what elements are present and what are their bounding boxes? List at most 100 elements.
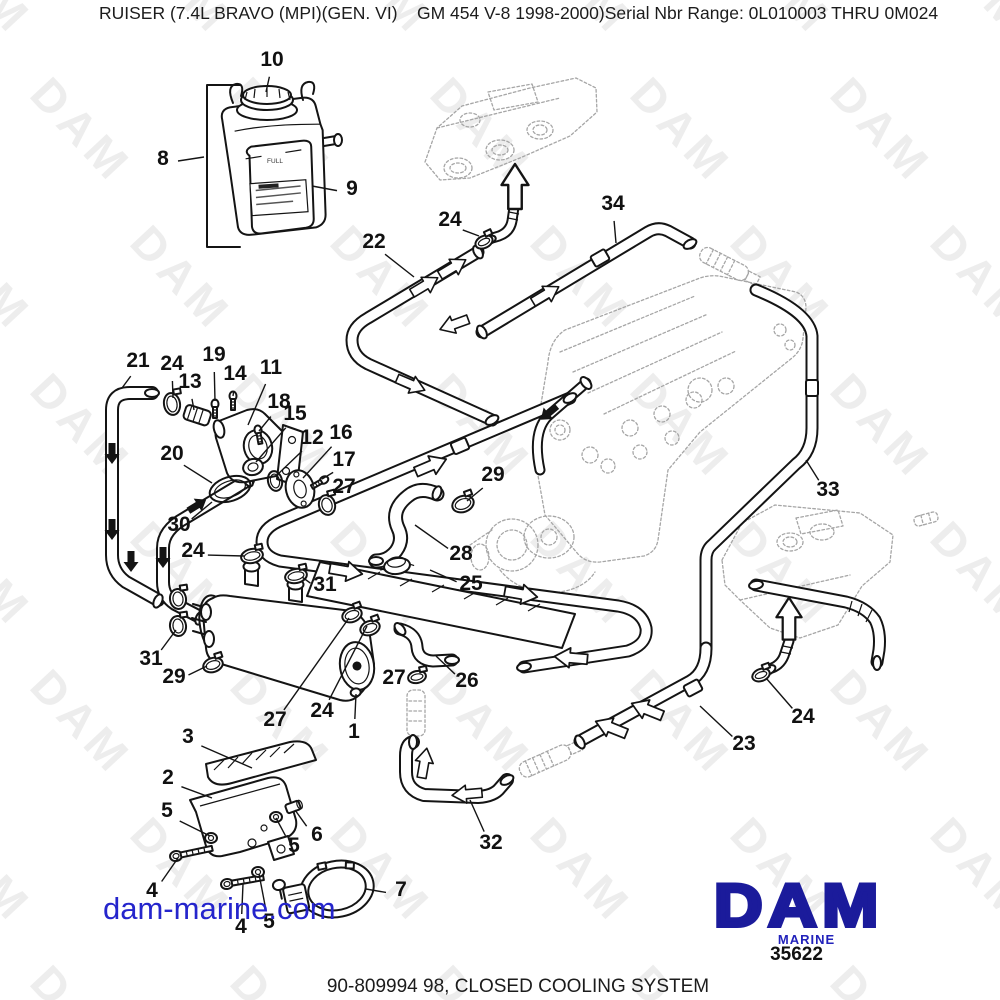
hose-sleeve	[449, 436, 471, 456]
callout-leader	[294, 809, 308, 827]
stud-ghost	[913, 511, 939, 527]
hose-end-opening	[748, 579, 764, 591]
pressure-cap	[380, 556, 415, 576]
hose-end-opening	[484, 414, 500, 426]
part-number-callout-31: 31	[313, 573, 337, 596]
part-number-callout-16: 16	[329, 421, 352, 444]
hose-clamp	[474, 228, 494, 250]
heat-exchanger-assembly	[191, 556, 576, 702]
hose-clamp	[162, 387, 182, 416]
flow-arrow-outline	[529, 285, 560, 307]
callout-leader	[462, 229, 480, 237]
hose-clamp	[451, 488, 475, 514]
engine-block-ghost	[536, 275, 807, 563]
reservoir-cap	[236, 85, 298, 121]
part-number-callout-17: 17	[332, 448, 355, 471]
flow-arrow-outline	[630, 699, 666, 722]
callout-leader	[177, 156, 205, 162]
hose-23-inner	[575, 643, 711, 746]
part-number-callout-27: 27	[263, 708, 286, 731]
callout-leader	[181, 786, 213, 799]
dam-logo[interactable]: DAM	[712, 872, 884, 939]
gasket-20	[208, 474, 252, 504]
hose-clamp-7	[271, 859, 375, 919]
nut	[269, 811, 283, 823]
hose-sleeves	[449, 248, 819, 698]
part-number-callout-11: 11	[260, 356, 283, 379]
bolt-4a	[169, 844, 214, 863]
hose-end-opening	[152, 593, 164, 609]
elbow-fitting-top-inner	[485, 203, 518, 243]
callout-leader	[321, 471, 334, 480]
part-number-callout-24: 24	[160, 352, 184, 375]
callout-leader	[435, 655, 456, 675]
hose-clamp	[751, 661, 772, 683]
part-number-callout-27: 27	[382, 666, 405, 689]
small-nuts	[204, 811, 283, 878]
callout-leader	[301, 576, 311, 584]
page-title: RUISER (7.4L BRAVO (MPI)(GEN. VI) GM 454…	[99, 3, 939, 23]
reservoir-hook-left	[229, 82, 244, 104]
callout-leader	[171, 380, 174, 399]
hose-clamp	[284, 562, 308, 585]
part-number-callout-24: 24	[310, 699, 334, 722]
part-number-callout-5: 5	[161, 799, 173, 822]
callout-leader	[429, 569, 457, 583]
callout-leader	[805, 459, 820, 481]
hose-33-inner	[701, 285, 817, 653]
reservoir-hook-right	[300, 80, 316, 101]
site-link[interactable]: dam-marine.com	[103, 891, 336, 926]
nut	[251, 866, 265, 878]
hose-fitting-13	[182, 404, 212, 427]
callout-leader	[469, 799, 485, 832]
hose-end-opening	[516, 661, 532, 673]
part-number-callout-10: 10	[260, 48, 283, 71]
hose-clamp	[341, 600, 363, 624]
hose-clamp	[240, 542, 264, 565]
hose-clamps	[162, 228, 772, 685]
flow-arrow-outline	[413, 455, 448, 478]
hose-end-opening	[431, 485, 443, 501]
part-number-callout-8: 8	[157, 147, 169, 170]
hose-28-inner	[370, 485, 443, 567]
callout-leader	[302, 446, 333, 479]
flow-arrow-solid	[540, 403, 560, 420]
part-number-callout-28: 28	[449, 542, 473, 565]
flow-arrow-outline	[503, 583, 539, 606]
flow-arrow-outline	[500, 162, 530, 211]
hose-clamp	[168, 583, 189, 610]
hose-end-opening	[682, 238, 698, 250]
part-number-callout-9: 9	[346, 177, 358, 200]
flow-arrow-solid	[155, 547, 171, 568]
part-number-callout-27: 27	[332, 475, 355, 498]
callout-leader	[179, 820, 211, 837]
callout-leader	[414, 524, 449, 549]
callout-leader	[161, 857, 179, 882]
callout-leader	[466, 487, 484, 502]
hose-end-opening	[476, 324, 488, 340]
flow-arrow-outline	[553, 647, 589, 669]
hose-end-opening	[872, 655, 882, 671]
flow-arrow-outline	[328, 560, 364, 583]
hose-end-opening	[444, 655, 460, 665]
flow-arrow-outline	[775, 596, 803, 641]
part-number-callout-31: 31	[139, 647, 163, 670]
flow-arrow-outline	[394, 373, 426, 394]
part-number-callout-24: 24	[181, 539, 205, 562]
part-number-callout-23: 23	[732, 732, 755, 755]
part-number-callout-26: 26	[455, 669, 478, 692]
hose-32-inner	[401, 737, 512, 802]
part-number-callout-21: 21	[126, 349, 150, 372]
callout-leader	[207, 554, 245, 557]
bolt	[309, 475, 330, 490]
water-pump-ghost	[469, 515, 596, 593]
o-ring-12	[266, 470, 284, 492]
flow-arrow-outline	[408, 276, 439, 298]
callout-leader	[276, 450, 303, 476]
flow-arrow-outline	[436, 258, 467, 280]
callout-leader	[283, 617, 350, 711]
hose-clamp	[407, 664, 428, 685]
callout-leader	[311, 185, 338, 192]
part-number-callout-24: 24	[438, 208, 462, 231]
